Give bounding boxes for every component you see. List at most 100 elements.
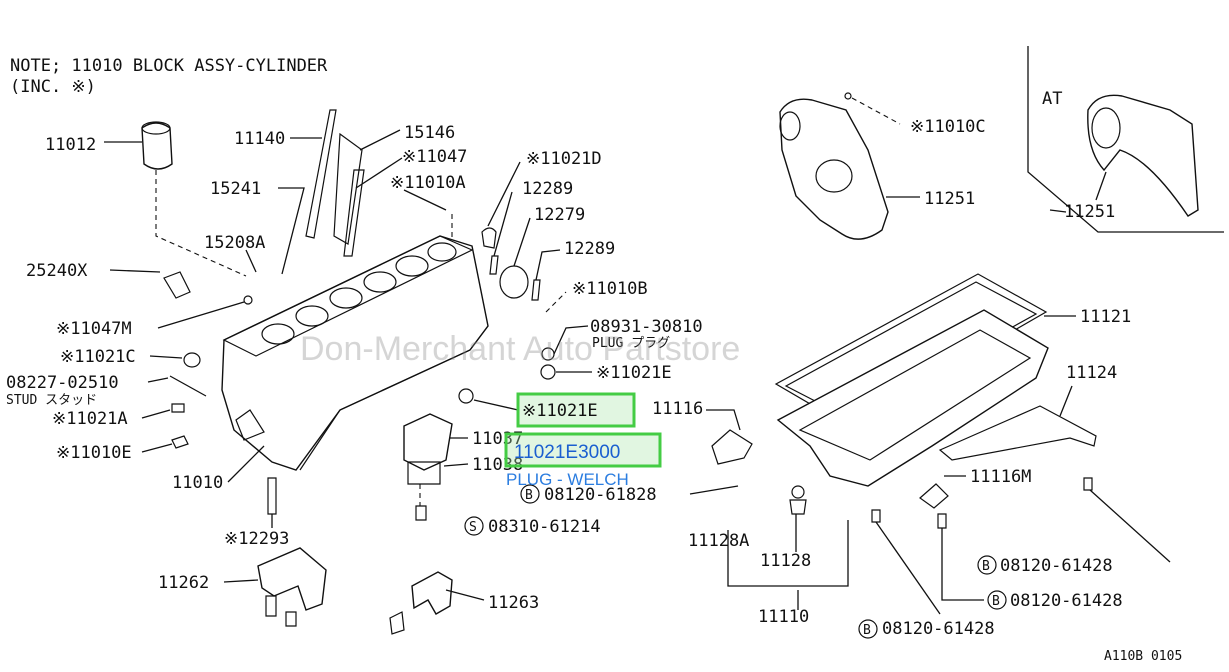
highlight-box-part[interactable] <box>504 432 662 468</box>
label-11128a[interactable]: 11128A <box>688 531 749 551</box>
label-11251-at[interactable]: 11251 <box>1064 202 1115 222</box>
b-circle-08120-61428b <box>987 590 1007 610</box>
label-11010[interactable]: 11010 <box>172 473 223 493</box>
mount-bracket-11262 <box>257 547 327 611</box>
label-11038[interactable]: 11038 <box>472 455 523 475</box>
label-12289-b[interactable]: 12289 <box>564 239 615 259</box>
bore-2 <box>295 305 329 327</box>
label-15146[interactable]: 15146 <box>404 123 455 143</box>
label-11012[interactable]: 11012 <box>45 135 96 155</box>
plug-11021e-upper <box>540 364 556 380</box>
highlight-description: PLUG - WELCH <box>506 470 629 489</box>
oil-seal-12279 <box>499 265 529 299</box>
bolt-pan-1 <box>871 509 881 523</box>
leader-08120-61428b <box>941 528 984 601</box>
label-08931-30810[interactable]: 08931-30810 <box>590 317 703 337</box>
label-12279[interactable]: 12279 <box>534 205 585 225</box>
block-deck <box>222 235 474 357</box>
label-11263[interactable]: 11263 <box>488 593 539 613</box>
plug-11021a <box>171 403 185 413</box>
bolt-11263 <box>389 611 405 635</box>
leader-11047 <box>355 157 403 189</box>
washer-11128a <box>791 485 805 499</box>
label-08931-sub: PLUG プラグ <box>592 336 670 351</box>
oil-pan-lip <box>798 329 1032 461</box>
label-11021c[interactable]: ※11021C <box>60 347 136 367</box>
highlight-part-number[interactable]: 11021E3000 <box>514 442 620 463</box>
drain-plug-11128 <box>789 499 807 515</box>
pin-11047m <box>243 295 253 305</box>
leader-08227 <box>147 377 169 383</box>
bore-4 <box>363 271 397 293</box>
leader-11038 <box>443 463 469 467</box>
rear-plate-shape <box>779 98 889 240</box>
label-11010b[interactable]: ※11010B <box>572 279 648 299</box>
label-15241[interactable]: 15241 <box>210 179 261 199</box>
leader-15241 <box>278 187 305 275</box>
bore-5 <box>395 255 429 277</box>
highlight-box-ref[interactable] <box>516 392 636 428</box>
label-08120-61428a[interactable]: 08120-61428 <box>1000 556 1113 576</box>
bracket-11116m <box>919 483 949 509</box>
bore-3 <box>329 287 363 309</box>
label-11021e-upper[interactable]: ※11021E <box>596 363 672 383</box>
baffle-11124 <box>938 405 1097 461</box>
leader-11010e <box>141 443 173 453</box>
label-08310-61214[interactable]: 08310-61214 <box>488 517 601 537</box>
leader-08120-61428c <box>875 521 941 615</box>
note-line-1: NOTE; 11010 BLOCK ASSY-CYLINDER <box>10 56 328 76</box>
label-11021d[interactable]: ※11021D <box>526 149 602 169</box>
label-11128[interactable]: 11128 <box>760 551 811 571</box>
label-08227-02510[interactable]: 08227-02510 <box>6 373 119 393</box>
b-mark-08120-61428a: B <box>982 559 990 574</box>
label-25240x[interactable]: 25240X <box>26 261 88 281</box>
dipstick-15241 <box>343 169 365 257</box>
label-11110[interactable]: 11110 <box>758 607 809 627</box>
label-08120-61828[interactable]: 08120-61828 <box>544 485 657 505</box>
leader-11012-dash <box>155 170 247 277</box>
label-11251[interactable]: 11251 <box>924 189 975 209</box>
rear-plate-side-hole <box>779 111 801 141</box>
s-circle-08310 <box>464 516 484 536</box>
bore-6 <box>427 242 457 262</box>
label-11116[interactable]: 11116 <box>652 399 703 419</box>
bolt-08310 <box>415 505 427 521</box>
dowel-11010e <box>171 435 189 449</box>
label-11010c[interactable]: ※11010C <box>910 117 986 137</box>
label-11047m[interactable]: ※11047M <box>56 319 132 339</box>
leader-11262 <box>223 579 259 583</box>
at-label: AT <box>1042 89 1062 109</box>
leader-11010b <box>545 291 567 313</box>
label-11047[interactable]: ※11047 <box>402 147 467 167</box>
label-11140[interactable]: 11140 <box>234 129 285 149</box>
label-11124[interactable]: 11124 <box>1066 363 1117 383</box>
leader-11010c <box>851 97 901 125</box>
label-15208a[interactable]: 15208A <box>204 233 265 253</box>
label-11021a[interactable]: ※11021A <box>52 409 128 429</box>
label-12289-a[interactable]: 12289 <box>522 179 573 199</box>
watermark: Don-Merchant Auto Partstore <box>300 330 740 368</box>
label-11116m[interactable]: 11116M <box>970 467 1031 487</box>
label-08120-61428c[interactable]: 08120-61428 <box>882 619 995 639</box>
bore-1 <box>261 323 295 345</box>
label-08120-61428b[interactable]: 08120-61428 <box>1010 591 1123 611</box>
leader-at-11251 <box>1049 209 1067 213</box>
bolt-11262-1 <box>265 595 277 617</box>
label-12293[interactable]: ※12293 <box>224 529 289 549</box>
rear-plate <box>779 92 920 240</box>
label-11262[interactable]: 11262 <box>158 573 209 593</box>
label-11010a[interactable]: ※11010A <box>390 173 466 193</box>
bolt-pan-2 <box>1083 477 1093 491</box>
plate-code: A110B 0105 <box>1104 649 1182 664</box>
block-skirt <box>299 325 489 471</box>
leader-11010a-line <box>403 189 447 211</box>
leader-11047m <box>157 301 245 329</box>
oil-pan-assembly <box>689 273 1171 615</box>
label-11010e[interactable]: ※11010E <box>56 443 132 463</box>
dowel-pin-11010c <box>844 92 852 100</box>
label-11121[interactable]: 11121 <box>1080 307 1131 327</box>
oil-pressure-switch-25240x <box>163 271 191 299</box>
dipstick-guide-15146 <box>333 132 363 245</box>
